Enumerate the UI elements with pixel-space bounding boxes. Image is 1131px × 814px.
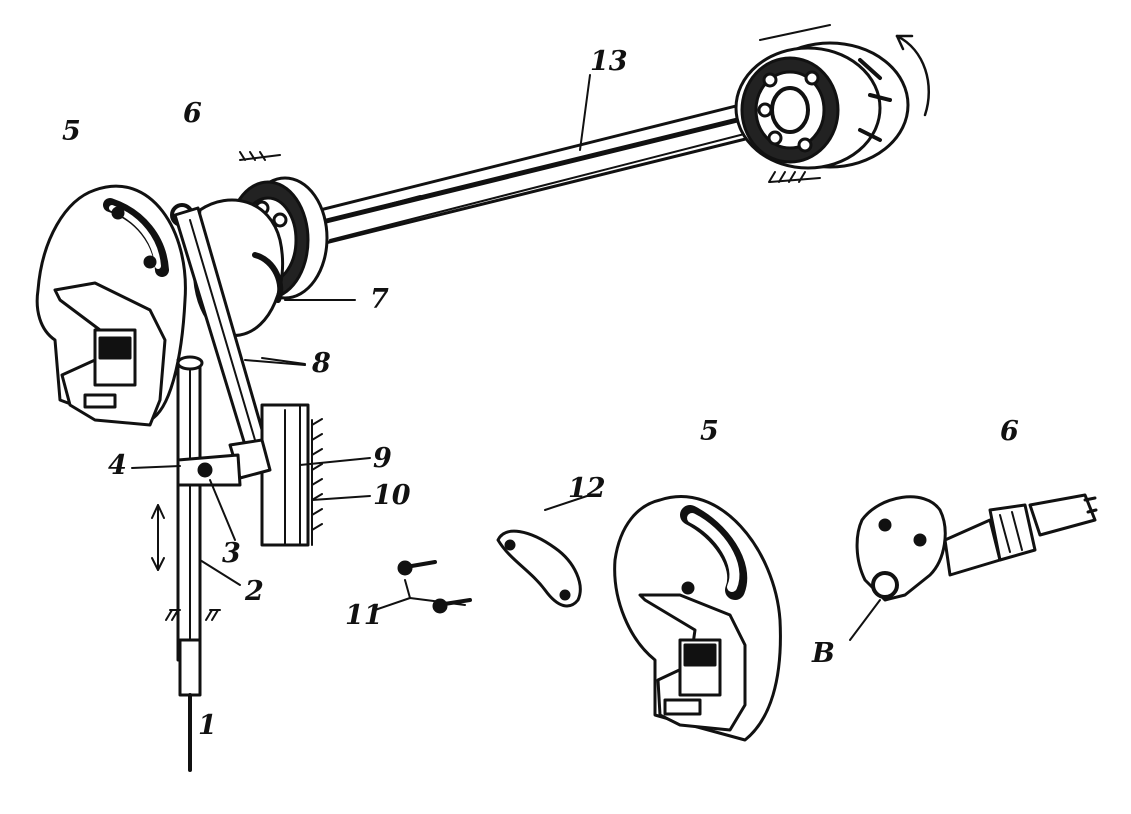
label-5-assembled: 5 [62,116,81,147]
label-6-separate: 6 [1000,416,1019,447]
pin-part [855,493,1098,602]
label-8: 8 [312,348,331,379]
label-B: B [812,638,835,669]
label-7: 7 [370,284,389,315]
label-6-assembled: 6 [183,98,202,129]
label-13: 13 [590,46,628,77]
label-5-separate: 5 [700,416,719,447]
needle-bar [151,355,242,772]
label-10: 10 [373,480,411,511]
segment-plate [496,529,582,608]
label-4: 4 [108,450,127,481]
right-bearing [734,24,910,183]
rotation-arrow-head [895,34,914,51]
disc-separate [613,495,782,742]
label-12: 12 [568,473,606,504]
rotation-arrow [895,34,930,117]
label-1: 1 [198,710,217,741]
slider-guide [228,403,323,547]
label-2: 2 [245,576,264,607]
label-11: 11 [345,600,383,631]
label-9: 9 [373,443,392,474]
disc-assembled [35,184,187,427]
label-3: 3 [222,538,241,569]
main-shaft [298,93,792,250]
screws [397,560,472,614]
